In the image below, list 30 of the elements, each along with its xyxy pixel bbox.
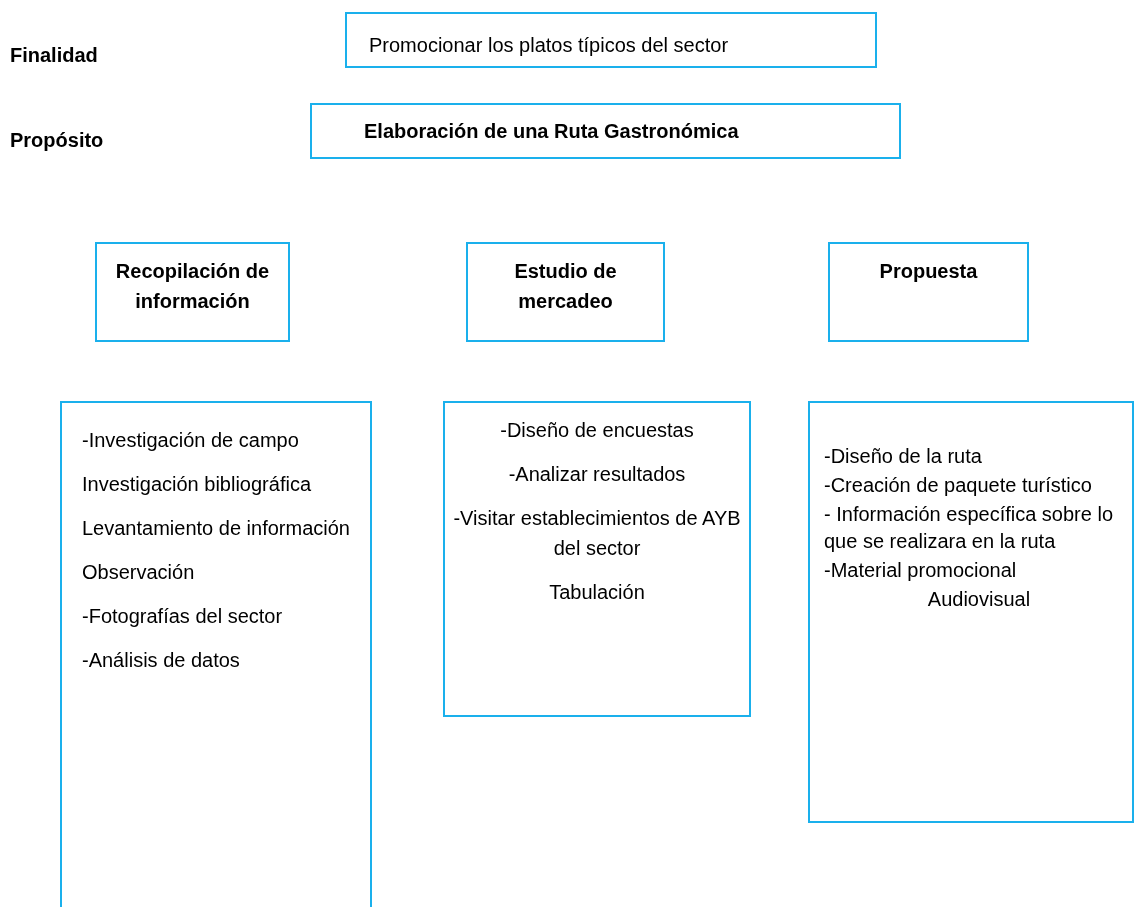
item-text: Levantamiento de información	[82, 516, 350, 541]
item-text: Propuesta	[879, 259, 978, 284]
item-text: -Creación de paquete turístico	[824, 473, 1093, 498]
item-text: -Fotografías del sector	[82, 604, 283, 629]
item-text: -Diseño de la ruta	[824, 444, 983, 469]
component-box	[828, 242, 1029, 342]
item-text: Elaboración de una Ruta Gastronómica	[364, 119, 739, 144]
item-text: Observación	[82, 560, 195, 585]
item-text: -Investigación de campo	[82, 428, 299, 453]
activity-list-box	[443, 401, 751, 717]
item-text: Audiovisual	[926, 587, 1032, 612]
activity-list-box	[60, 401, 372, 907]
item-text: -Análisis de datos	[82, 648, 240, 673]
item-text: Tabulación	[549, 580, 645, 605]
statement-box	[310, 103, 901, 159]
item-text: Estudio de mercadeo	[513, 259, 618, 314]
component-box	[95, 242, 290, 342]
row-label: Finalidad	[10, 43, 98, 68]
statement-box	[345, 12, 877, 68]
item-text: Recopilación de información	[114, 259, 271, 314]
item-text: -Analizar resultados	[508, 462, 686, 487]
item-text: Promocionar los platos típicos del sector	[369, 33, 729, 58]
activity-list-box	[808, 401, 1134, 823]
item-text: -Material promocional	[824, 558, 1018, 583]
item-text: - Información específica sobre lo que se realizara en la ruta	[824, 502, 1115, 554]
row-label: Propósito	[10, 128, 104, 153]
item-text: Investigación bibliográfica	[82, 472, 312, 497]
item-text: -Diseño de encuestas	[500, 418, 694, 443]
component-box	[466, 242, 665, 342]
item-text: -Visitar establecimientos de AYB del sector	[452, 506, 742, 561]
